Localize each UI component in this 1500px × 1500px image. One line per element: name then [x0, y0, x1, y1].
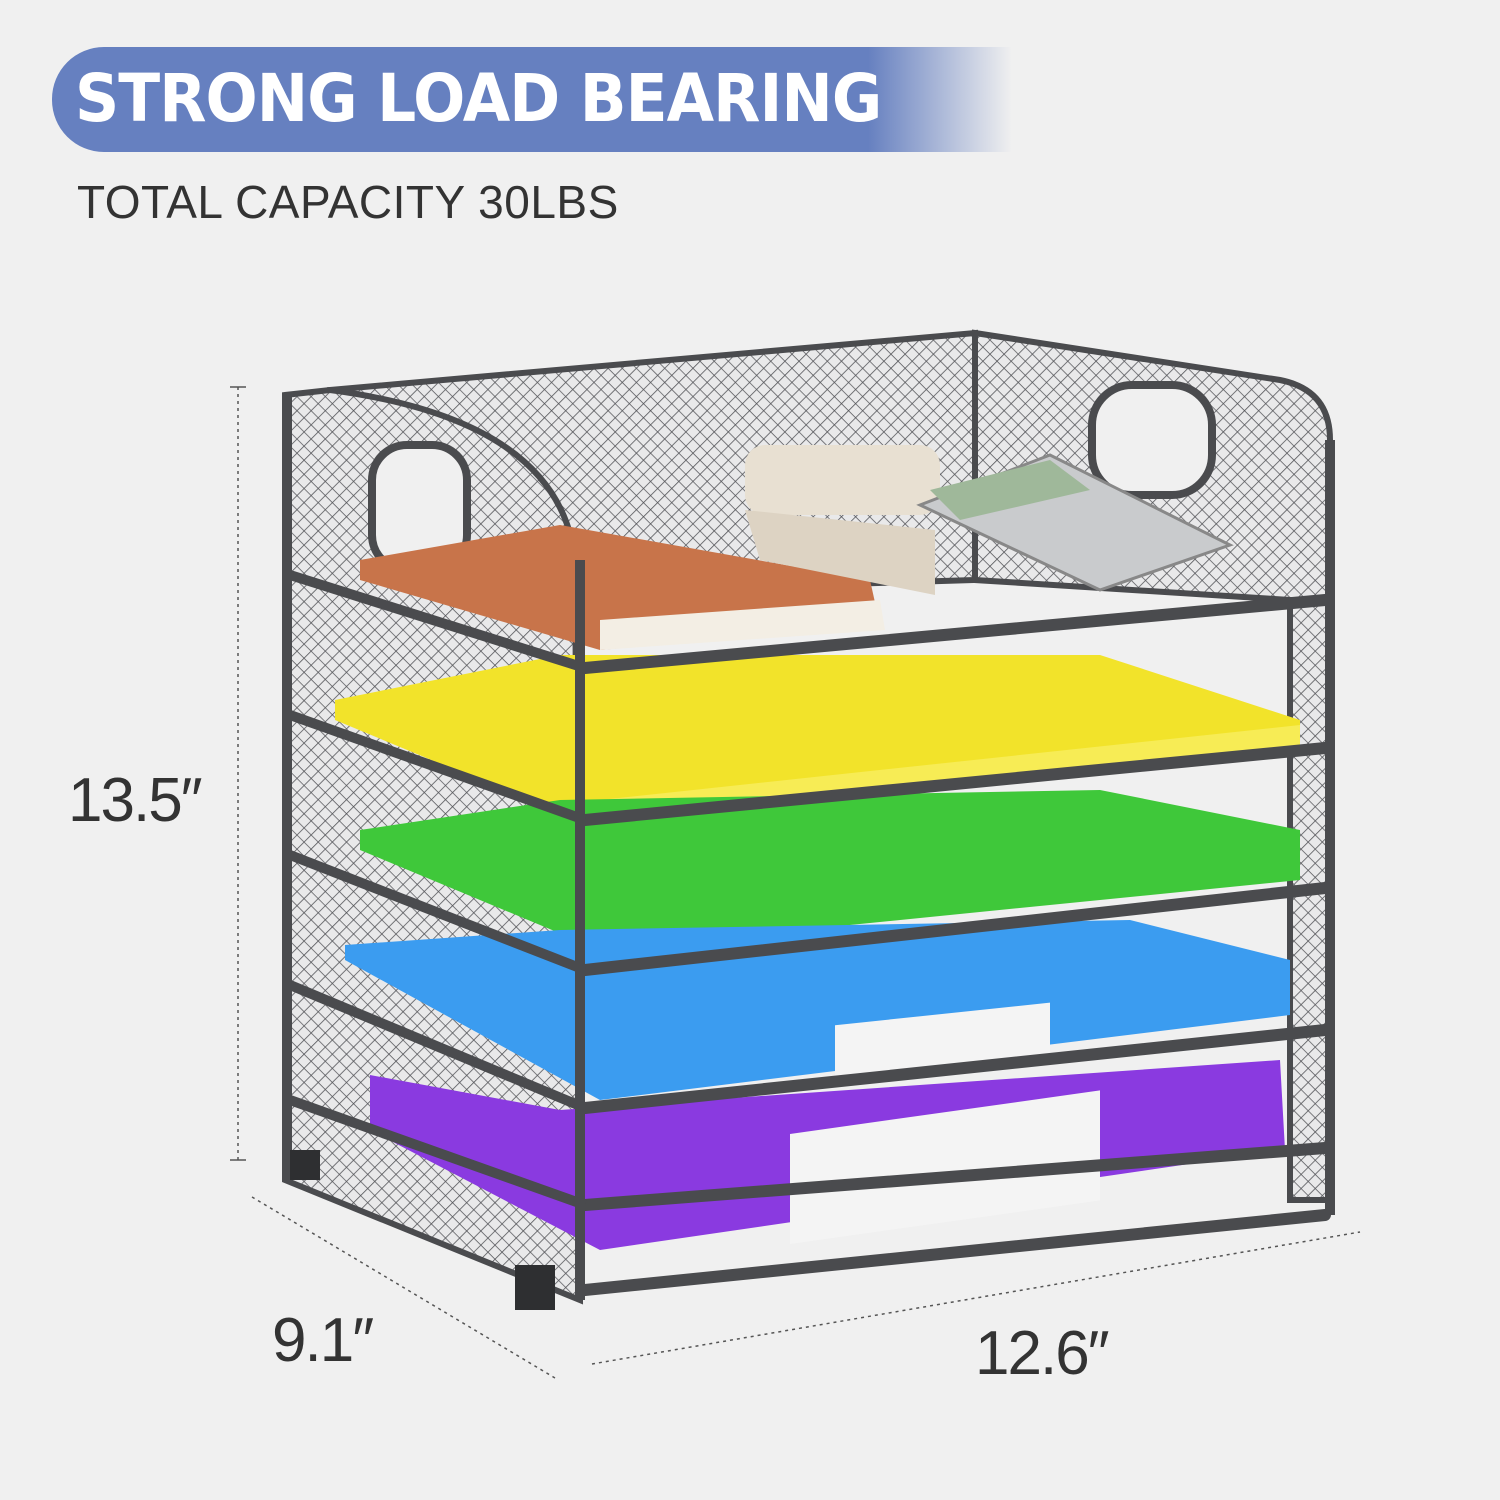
- dimension-lines: [237, 387, 1361, 1379]
- height-dimension-label: 13.5″: [68, 766, 203, 835]
- foot: [515, 1265, 555, 1310]
- width-dimension-label: 12.6″: [975, 1319, 1110, 1388]
- depth-dimension-line: [251, 1196, 556, 1379]
- book-green: [360, 790, 1300, 950]
- depth-dimension-label: 9.1″: [272, 1306, 374, 1375]
- stapler: [745, 445, 940, 515]
- shelf-front-bars: [579, 594, 1331, 1296]
- capacity-subtitle: TOTAL CAPACITY 30LBS: [77, 176, 619, 228]
- purple-binder-label: [790, 1090, 1100, 1244]
- foot: [290, 1150, 320, 1180]
- page-title: STRONG LOAD BEARING: [75, 60, 882, 137]
- right-handle-cutout: [1088, 381, 1216, 499]
- title-banner: [52, 47, 1012, 152]
- shelf-side-rails: [288, 570, 587, 1210]
